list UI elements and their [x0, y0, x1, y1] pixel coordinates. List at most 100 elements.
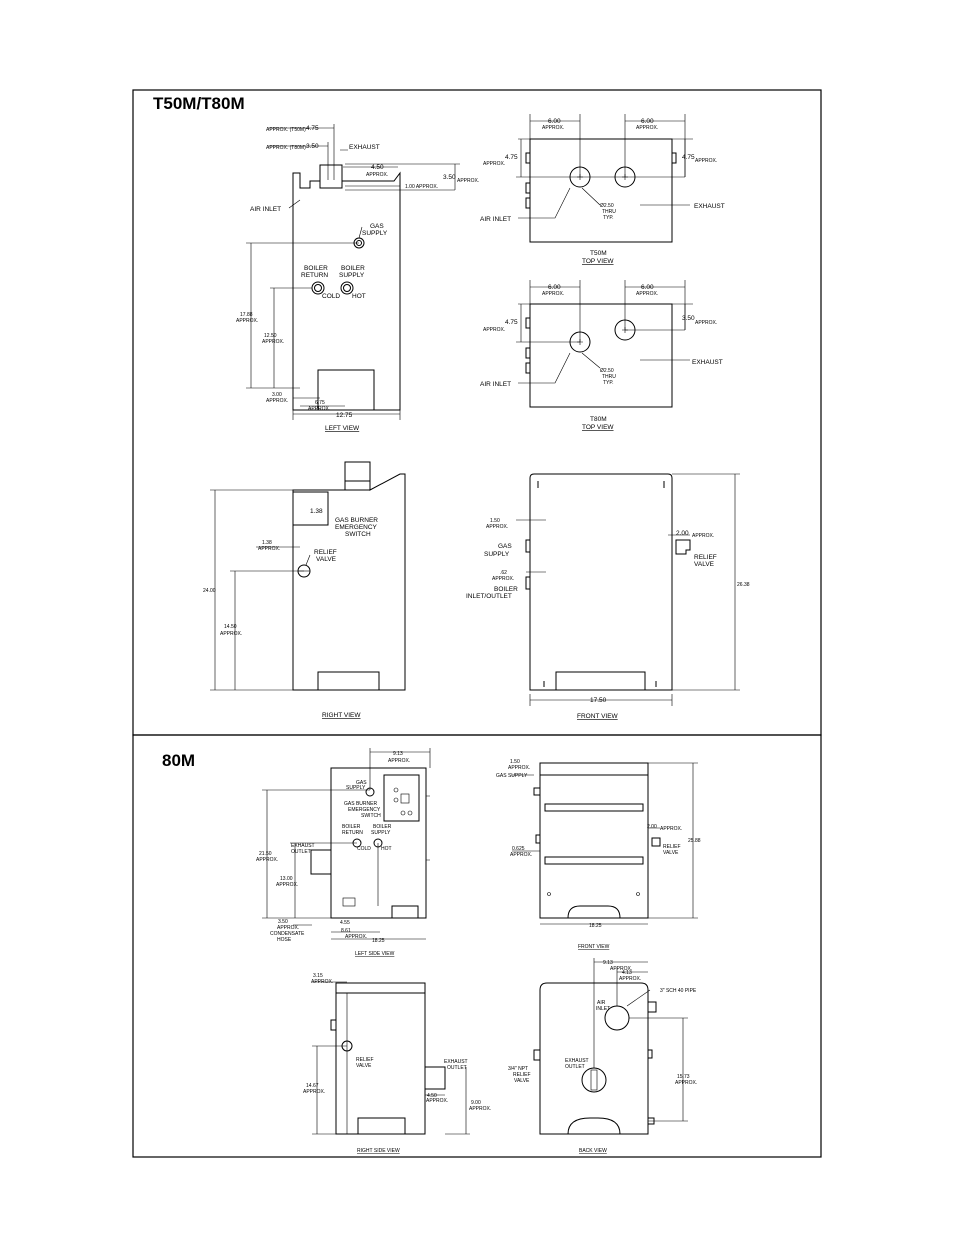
dimension-label: APPROX. — [236, 318, 258, 324]
dimension-label: BOILER — [341, 265, 365, 272]
dimension-label: 6.00 — [548, 118, 561, 125]
dimension-label: 4.75 — [682, 154, 695, 161]
dimension-label: APPROX. — [636, 291, 658, 297]
dimension-label: CONDENSATE — [270, 931, 305, 937]
dimension-label: APPROX. — [675, 1080, 697, 1086]
dimension-label: 3.50 — [278, 919, 288, 925]
dimension-label: APPROX. — [262, 339, 284, 345]
dimension-label: SUPPLY — [371, 830, 391, 836]
dimension-label: 3.50 — [443, 174, 456, 181]
dimension-label: RELIEF — [663, 844, 681, 850]
dimension-label: COLD — [322, 293, 340, 300]
front-view: 1.50 APPROX. GAS SUPPLY .62 APPROX. BOIL… — [466, 473, 750, 720]
dimension-label: 1.50 — [510, 759, 520, 765]
dimension-label: APPROX. — [695, 320, 717, 326]
dimension-label: APPROX. — [695, 158, 717, 164]
dimension-label: SWITCH — [361, 813, 381, 819]
dimension-label: LEFT SIDE VIEW — [355, 951, 395, 957]
dimension-label: 6.75 — [315, 400, 325, 406]
dimension-label: GAS — [498, 543, 512, 550]
dimension-label: AIR INLET — [250, 206, 281, 213]
dimension-label: APPROX. — [692, 533, 714, 539]
dimension-label: 4.50 — [427, 1093, 437, 1099]
dimension-label: 3.00 — [272, 392, 282, 398]
dimension-label: APPROX. — [311, 979, 333, 985]
dimension-label: INLET — [596, 1006, 610, 1012]
dimension-label: APPROX. — [258, 546, 280, 552]
dimension-label: APPROX. — [542, 291, 564, 297]
dimension-label: APPROX. — [388, 758, 410, 764]
dimension-label: 4.13 — [622, 970, 632, 976]
back-view-80m: 9.13 APPROX. 4.13 APPROX. AIR INLET 3" S… — [508, 958, 697, 1154]
dimension-label: 4.55 — [340, 920, 350, 926]
dimension-label: 3/4" NPT — [508, 1066, 528, 1072]
frame-top-panel — [132, 89, 822, 736]
dimension-label: 21.50 — [259, 851, 272, 857]
dimension-label: 1.00 APPROX. — [405, 184, 438, 190]
dimension-label: VALVE — [316, 556, 337, 563]
dimension-label: RIGHT VIEW — [322, 712, 361, 719]
dimension-label: APPROX. — [660, 826, 682, 832]
dimension-label: INLET/OUTLET — [466, 593, 512, 600]
dimension-label: 9.13 — [603, 960, 613, 966]
dimension-label: APPROX. (T80M) — [266, 145, 306, 151]
dimension-label: GAS SUPPLY — [496, 773, 528, 779]
dimension-label: RELIEF — [356, 1057, 374, 1063]
panel-title-80m: 80M — [162, 751, 195, 770]
dimension-label: HOT — [381, 846, 392, 852]
dimension-label: 12.50 — [264, 333, 277, 339]
dimension-label: APPROX. — [426, 1098, 448, 1104]
dimension-label: APPROX. — [486, 524, 508, 530]
dimension-label: GAS BURNER — [344, 801, 377, 807]
dimension-label: 4.75 — [505, 319, 518, 326]
dimension-label: FRONT VIEW — [578, 944, 610, 950]
dimension-label: APPROX. — [483, 161, 505, 167]
dimension-label: 2.00 — [676, 530, 689, 537]
dimension-label: 1.50 — [490, 518, 500, 524]
dimension-label: TOP VIEW — [582, 424, 614, 431]
dimension-label: EXHAUST — [692, 359, 723, 366]
dimension-label: EMERGENCY — [348, 807, 381, 813]
dimension-label: OUTLET — [291, 849, 311, 855]
dimension-label: 18.25 — [589, 923, 602, 929]
dimension-label: SUPPLY — [362, 230, 388, 237]
dimension-label: 3.15 — [313, 973, 323, 979]
dimension-label: RIGHT SIDE VIEW — [357, 1148, 400, 1154]
dimension-label: APPROX. — [542, 125, 564, 131]
dimension-label: 14.50 — [224, 624, 237, 630]
dimension-label: 9.00 — [471, 1100, 481, 1106]
dimension-label: VALVE — [356, 1063, 372, 1069]
dimension-label: EMERGENCY — [335, 524, 378, 531]
dimension-label: APPROX. (T50M) — [266, 127, 306, 133]
dimension-label: APPROX. — [220, 631, 242, 637]
dimension-label: BACK VIEW — [579, 1148, 607, 1154]
dimension-label: AIR INLET — [480, 216, 511, 223]
dimension-label: APPROX. — [457, 178, 479, 184]
dimension-label: 3" SCH 40 PIPE — [660, 988, 697, 994]
dimension-label: SUPPLY — [346, 785, 366, 791]
dimension-label: APPROX. — [483, 327, 505, 333]
dimension-label: FRONT VIEW — [577, 713, 619, 720]
left-side-view-80m: 9.13 APPROX. GAS SUPPLY GAS BURNER EMERG… — [256, 748, 431, 957]
dimension-label: APPROX. — [619, 976, 641, 982]
dimension-label: 4.50 — [371, 164, 384, 171]
dimension-label: BOILER — [494, 586, 518, 593]
dimension-label: RELIEF — [694, 554, 717, 561]
dimension-label: BOILER — [304, 265, 328, 272]
dimension-label: 4.75 — [306, 125, 319, 132]
right-view: 1.38 GAS BURNER EMERGENCY SWITCH 1.38 AP… — [203, 461, 406, 719]
dimension-label: 6.00 — [548, 284, 561, 291]
dimension-label: EXHAUST — [349, 144, 380, 151]
dimension-label: RETURN — [301, 272, 328, 279]
dimension-label: 4.75 — [505, 154, 518, 161]
dimension-label: 17.50 — [590, 697, 607, 704]
dimension-label: EXHAUST — [291, 843, 315, 849]
dimension-label: SUPPLY — [339, 272, 365, 279]
dimension-label: TYP. — [603, 215, 613, 221]
dimension-label: APPROX. — [510, 852, 532, 858]
dimension-label: 24.00 — [203, 588, 216, 594]
dimension-label: 18.25 — [372, 938, 385, 944]
dimension-label: Ø2.50 — [600, 203, 614, 209]
dimension-label: APPROX. — [277, 925, 299, 931]
